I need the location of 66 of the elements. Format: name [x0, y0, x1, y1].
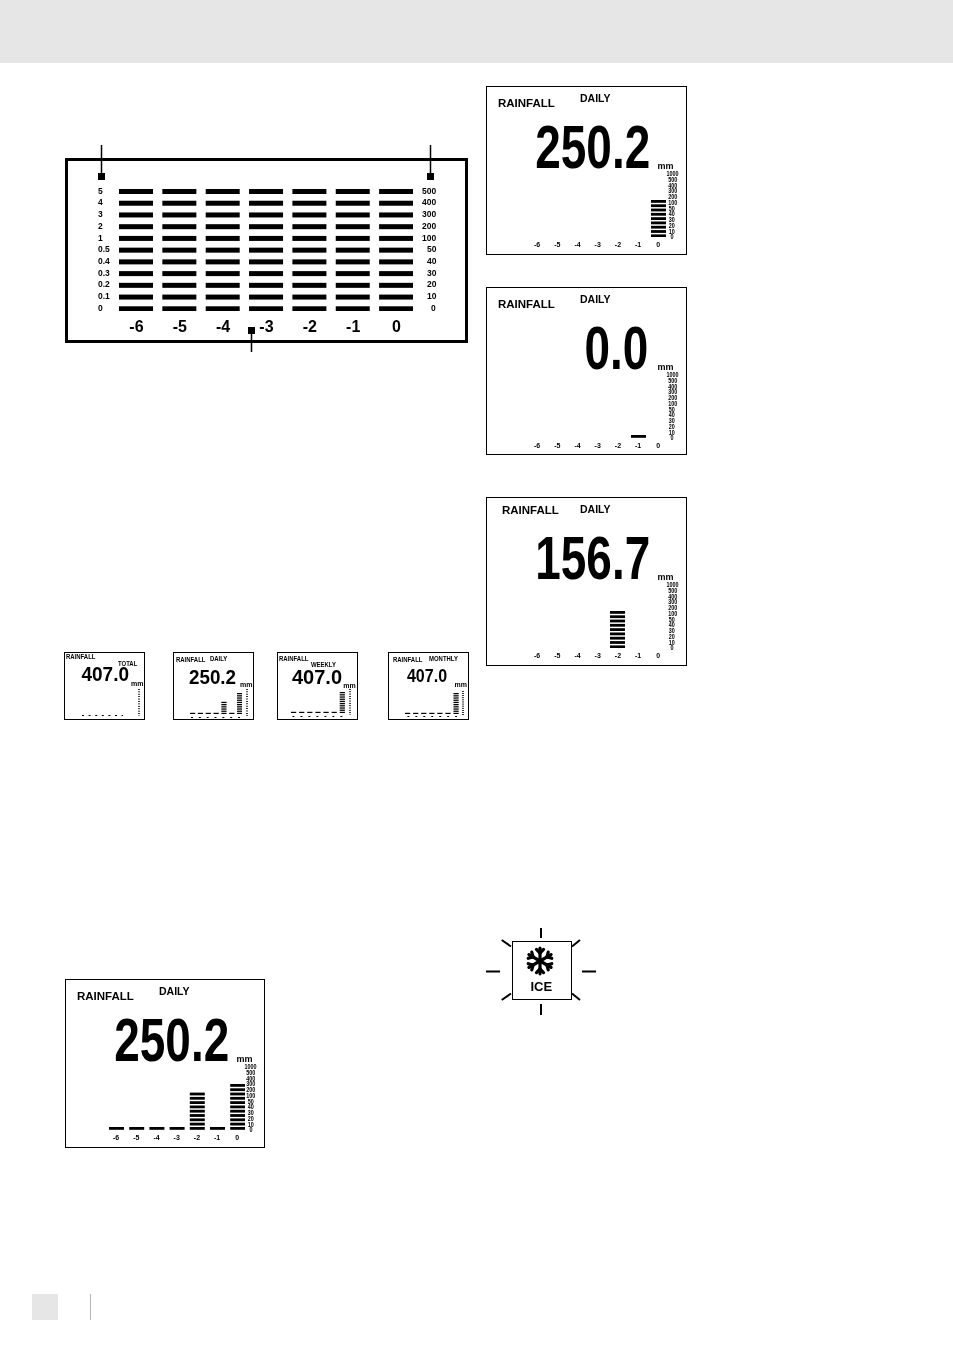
lcd-display [486, 497, 687, 666]
scale-label: 0.4 [98, 257, 110, 265]
readout-digits: 407.0 [81, 667, 130, 684]
axis-label: -1 [346, 321, 361, 334]
lcd-display [65, 979, 265, 1148]
scale-label: 300 [422, 211, 437, 218]
scale-label: 5 [98, 187, 103, 195]
lcd-display [486, 86, 687, 255]
axis-label: 0 [391, 321, 401, 334]
scale-label: 400 [422, 199, 437, 207]
axis-label: -6 [129, 321, 144, 334]
lcd-display-thumbnail [388, 652, 469, 720]
readout-digits: 250.2 [113, 1015, 229, 1065]
readout-digits: 407.0 [292, 669, 343, 685]
scale-label: 100 [422, 234, 437, 242]
marker-square [248, 326, 255, 334]
mode-label: DAILY [580, 295, 611, 304]
scale-label: 200 [422, 222, 437, 230]
scale-label: 50 [427, 246, 437, 254]
lcd-display-thumbnail [64, 652, 145, 720]
mode-label: DAILY [580, 94, 611, 103]
scale-label: 0.5 [98, 246, 110, 254]
scale-label: 2 [98, 222, 103, 230]
mode-label: DAILY [159, 987, 190, 996]
ice-warning-box [512, 941, 572, 1000]
scale-label: 3 [98, 211, 103, 218]
ice-label: ICE [530, 982, 553, 993]
display-title: RAINFALL [502, 506, 559, 516]
readout-digits: 407.0 [406, 668, 447, 683]
unit-label: mm [657, 363, 674, 372]
scale-label: 40 [427, 257, 437, 265]
unit-label: mm [657, 162, 674, 171]
lcd-display-thumbnail [173, 652, 254, 720]
scale-label: 0 [98, 304, 103, 312]
unit-label: mm [657, 573, 674, 582]
axis-label: -2 [302, 321, 317, 334]
leader-line [429, 144, 432, 174]
scale-label: 4 [98, 199, 103, 207]
axis-label: -3 [259, 321, 274, 334]
display-title: RAINFALL [498, 299, 555, 310]
display-title: RAINFALL [498, 98, 555, 109]
readout-digits: 0.0 [583, 323, 648, 373]
unit-label: mm [236, 1055, 253, 1064]
scale-label: 0.1 [98, 293, 110, 300]
mode-label: DAILY [580, 505, 611, 514]
scale-label: 20 [427, 281, 437, 289]
axis-label: -4 [216, 321, 231, 334]
lcd-display-panel [65, 158, 468, 343]
readout-digits: 156.7 [534, 533, 650, 583]
scale-label: 500 [422, 187, 437, 195]
scale-label: 10 [427, 293, 437, 300]
leader-line [250, 332, 253, 353]
display-title: RAINFALL [77, 991, 134, 1002]
axis-label: -5 [172, 321, 187, 334]
scale-label: 0.2 [98, 281, 110, 289]
scale-label: 0.3 [98, 269, 110, 277]
lcd-display [486, 287, 687, 455]
scale-label: 0 [431, 304, 436, 312]
scale-label: 30 [427, 269, 437, 277]
readout-digits: 250.2 [534, 122, 650, 172]
marker-square [427, 173, 434, 180]
scale-label: 1 [98, 234, 103, 242]
readout-digits: 250.2 [189, 669, 237, 686]
lcd-display-thumbnail [277, 652, 358, 720]
marker-square [98, 173, 105, 180]
leader-line [100, 144, 103, 174]
